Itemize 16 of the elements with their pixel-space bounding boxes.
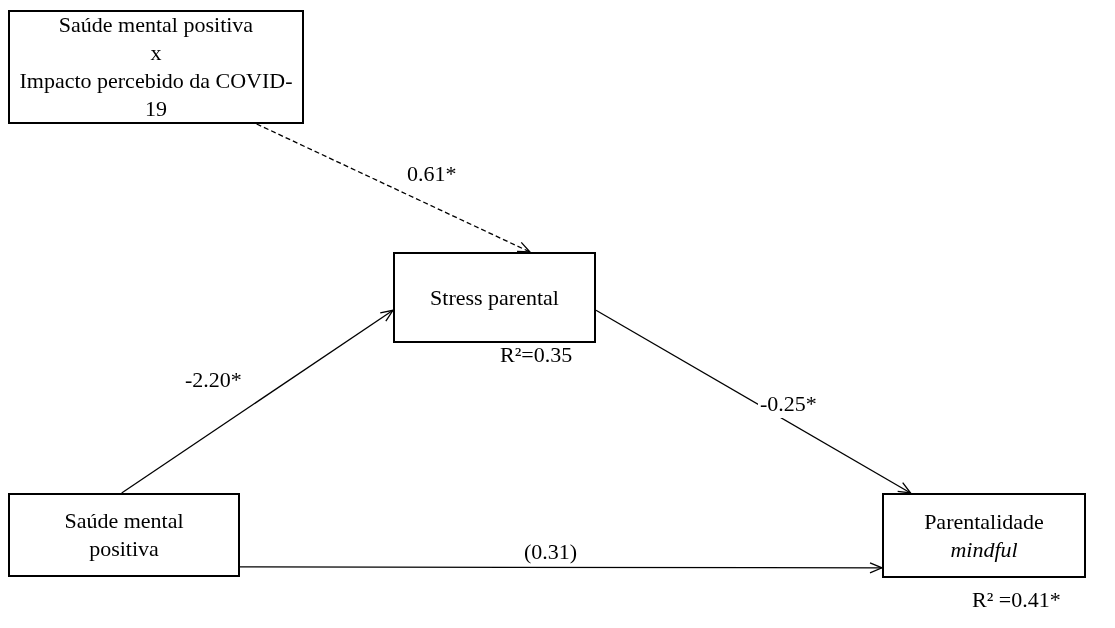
node-text: Impacto percebido da COVID-19	[18, 67, 294, 123]
node-text: Stress parental	[430, 283, 559, 312]
r-squared-value: R² =0.41*	[972, 586, 1061, 614]
arrow	[239, 562, 883, 574]
arrow	[256, 123, 531, 253]
arrow	[121, 309, 394, 494]
arrow	[595, 309, 912, 494]
variable-box	[8, 493, 240, 577]
node-text: Parentalidade mindful	[923, 507, 1045, 564]
node-text: Saúde mental positiva	[58, 11, 254, 39]
node-text: Saúde mental positiva	[63, 507, 185, 563]
node-text: x	[150, 39, 162, 67]
variable-box	[8, 10, 304, 124]
variable-box	[882, 493, 1086, 578]
variable-box	[393, 252, 596, 343]
r-squared-value: R²=0.35	[500, 341, 573, 369]
